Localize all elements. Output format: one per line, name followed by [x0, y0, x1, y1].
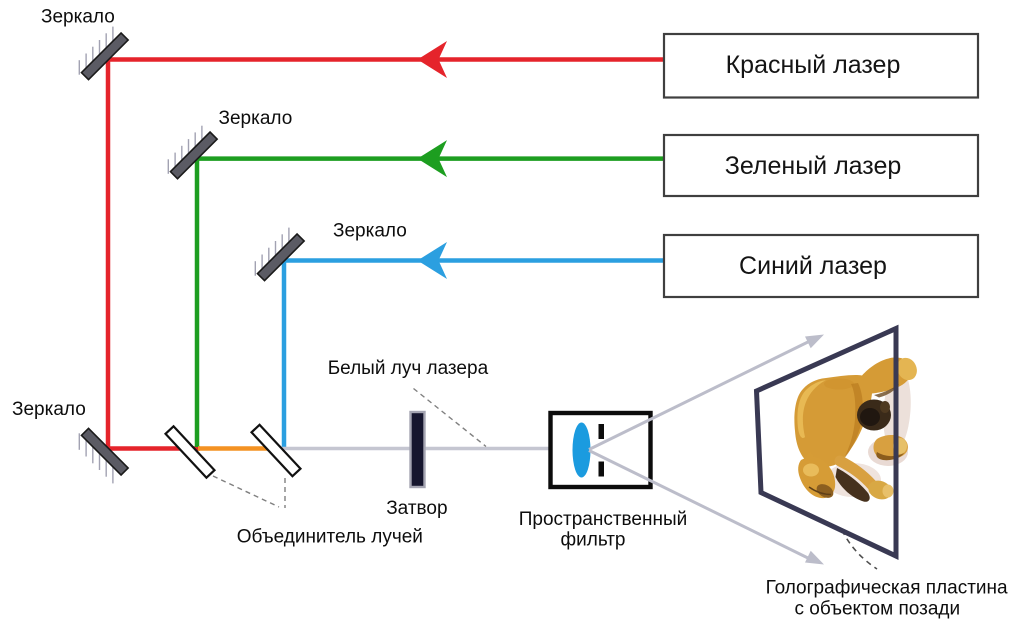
- svg-text:Зеленый лазер: Зеленый лазер: [725, 152, 902, 180]
- svg-text:Белый луч лазера: Белый луч лазера: [328, 358, 489, 379]
- svg-text:с объектом позади: с объектом позади: [795, 599, 961, 620]
- svg-text:Объединитель лучей: Объединитель лучей: [237, 527, 423, 548]
- svg-text:Зеркало: Зеркало: [219, 108, 293, 129]
- svg-text:Затвор: Затвор: [386, 498, 447, 519]
- svg-text:Зеркало: Зеркало: [333, 221, 407, 242]
- svg-text:Голографическая пластина: Голографическая пластина: [766, 577, 1008, 598]
- svg-text:Зеркало: Зеркало: [12, 399, 86, 420]
- svg-text:Зеркало: Зеркало: [41, 6, 115, 27]
- svg-text:Пространственный: Пространственный: [519, 509, 688, 530]
- svg-text:фильтр: фильтр: [560, 530, 625, 551]
- svg-text:Синий лазер: Синий лазер: [739, 252, 887, 280]
- svg-text:Красный лазер: Красный лазер: [726, 51, 901, 79]
